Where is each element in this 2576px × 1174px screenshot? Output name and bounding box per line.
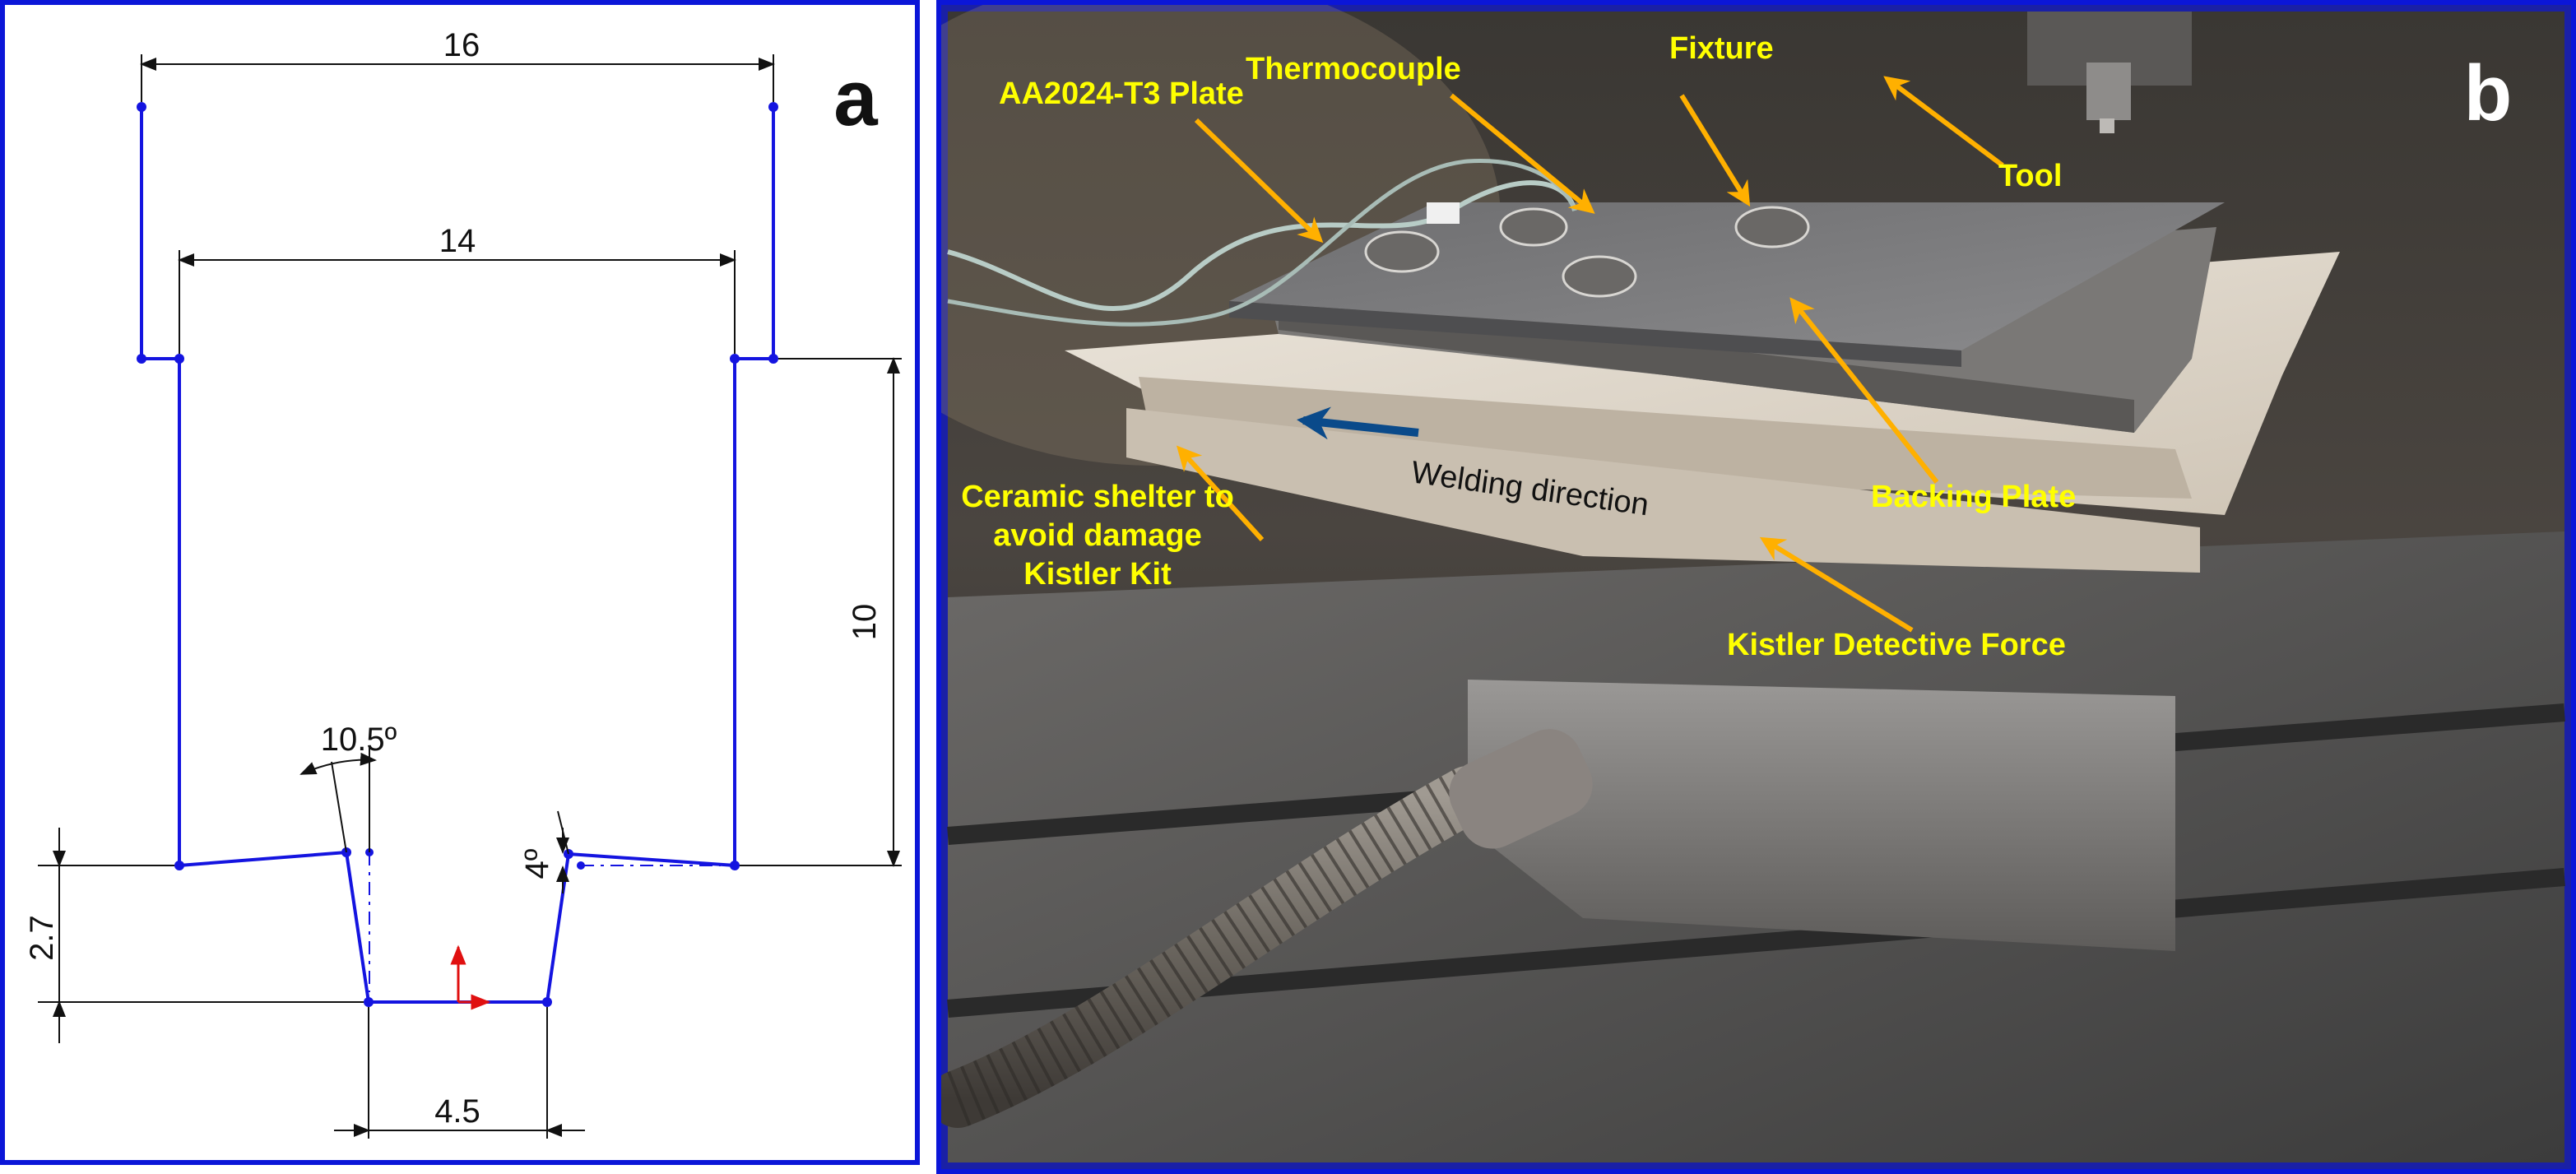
dimension-label-pin-base: 4.5 [434, 1093, 480, 1130]
arrow-kistler [1759, 536, 1914, 633]
label-plate: AA2024-T3 Plate [999, 77, 1244, 111]
angle-label-shoulder-concave: 4º [519, 848, 555, 879]
arrow-ceramic-shelter [1176, 445, 1265, 542]
panel-letter-a: a [833, 54, 878, 142]
fixture-bolts [1364, 206, 1810, 298]
angle-label-pin-taper: 10.5º [321, 722, 397, 758]
label-ceramic-line3: Kistler Kit [1023, 557, 1172, 592]
thermocouple-clip [1427, 202, 1460, 224]
panel-letter-b: b [2464, 49, 2513, 137]
setup-photo-svg: Welding direction AA2024-T3 Plate Thermo… [941, 5, 2565, 1162]
panel-b-setup-photo: Welding direction AA2024-T3 Plate Thermo… [936, 0, 2576, 1174]
tool-drawing-svg: 16 14 10 2.7 4.5 10.5º 4º [24, 27, 902, 1139]
label-backing-plate: Backing Plate [1871, 480, 2076, 514]
bed-t-slot-2 [947, 868, 2565, 1018]
dimension-label-pin-height: 2.7 [24, 915, 60, 961]
label-ceramic-line2: avoid damage [993, 518, 1201, 553]
label-kistler: Kistler Detective Force [1727, 628, 2066, 662]
aa2024-plate [1229, 202, 2225, 350]
arrow-tool [1883, 76, 2004, 168]
dimension-label-shoulder-height: 10 [847, 604, 883, 641]
arrow-thermocouple [1450, 93, 1595, 214]
label-ceramic-line1: Ceramic shelter to [961, 480, 1234, 514]
welding-direction-arrow [1297, 406, 1419, 440]
arrow-backing-plate [1789, 297, 1939, 484]
callout-arrows [1176, 76, 2004, 633]
label-tool: Tool [1998, 159, 2062, 193]
kistler-dynamometer [1468, 680, 2175, 951]
dimension-label-top-width: 16 [443, 27, 480, 63]
panel-a-tool-drawing: 16 14 10 2.7 4.5 10.5º 4º [0, 0, 920, 1165]
dimension-label-shoulder-width: 14 [439, 223, 476, 259]
tool-shank [2086, 63, 2131, 120]
arrow-plate [1194, 118, 1324, 244]
angle-arc-pin-taper [299, 752, 377, 775]
tool-pin [2100, 118, 2114, 133]
label-thermocouple: Thermocouple [1246, 52, 1461, 86]
ceramic-shelter-front [1126, 408, 2200, 573]
label-fixture: Fixture [1669, 31, 1774, 66]
hose-connector [1449, 729, 1593, 849]
arrow-fixture [1679, 94, 1751, 207]
